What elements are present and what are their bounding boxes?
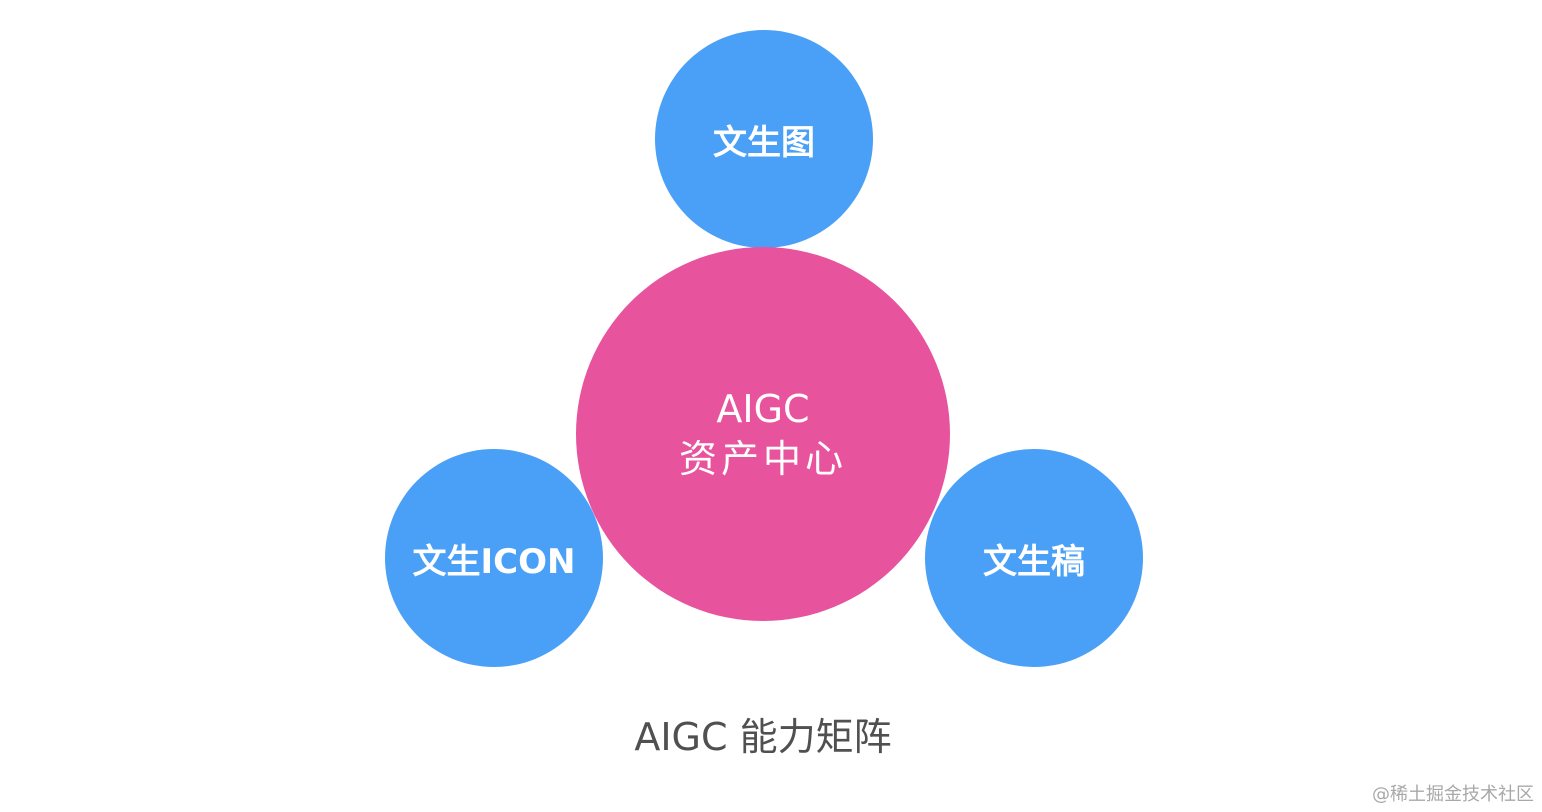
node-text-to-icon: 文生ICON (385, 449, 603, 667)
watermark: @稀土掘金技术社区 (1372, 784, 1534, 805)
node-center-line2: 资产中心 (678, 437, 847, 481)
node-text-to-image-label: 文生图 (713, 122, 815, 163)
node-text-to-draft: 文生稿 (925, 449, 1143, 667)
node-text-to-icon-label: 文生ICON (412, 541, 576, 582)
node-text-to-draft-label: 文生稿 (983, 541, 1085, 582)
node-center-line1: AIGC (716, 387, 810, 431)
node-aigc-asset-center: AIGC 资产中心 (576, 247, 950, 621)
diagram-caption: AIGC 能力矩阵 (634, 715, 892, 759)
node-text-to-image: 文生图 (655, 30, 873, 248)
